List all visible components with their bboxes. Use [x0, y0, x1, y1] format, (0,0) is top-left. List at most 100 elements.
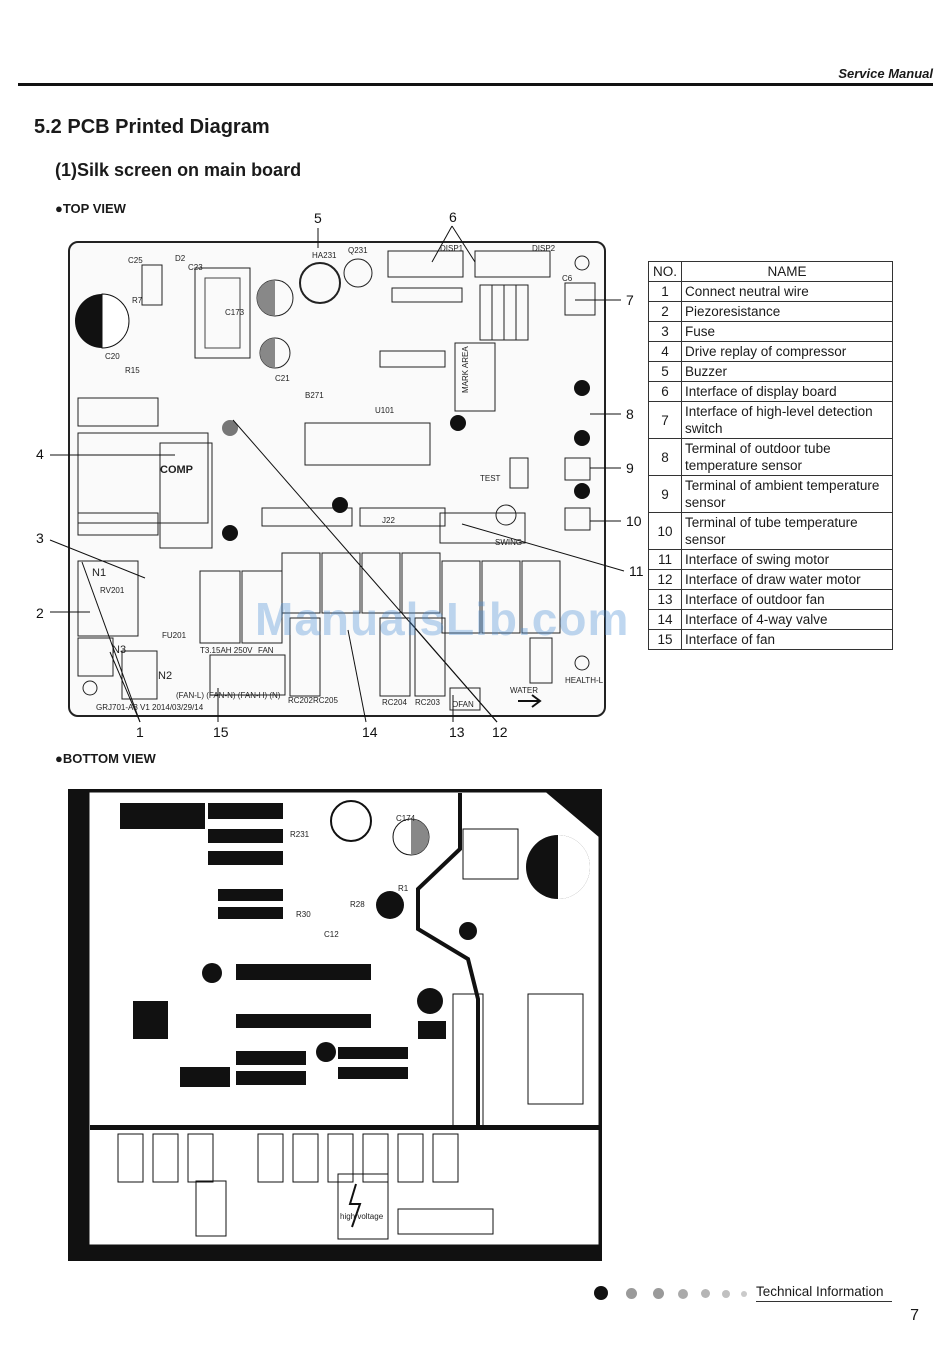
- label-test: TEST: [480, 474, 501, 483]
- label-comp: COMP: [160, 464, 193, 476]
- label-ofan: OFAN: [452, 700, 474, 709]
- callout-9: 9: [626, 460, 634, 476]
- label-c21: C21: [275, 374, 290, 383]
- callout-8: 8: [626, 406, 634, 422]
- label-fan-connectors: (FAN-L) (FAN-N) (FAN-H) (N): [176, 691, 281, 700]
- label-rc202: RC202: [288, 696, 313, 705]
- legend-no: 3: [648, 321, 682, 342]
- footer-dot-icon: [678, 1289, 688, 1299]
- label-rc203: RC203: [415, 698, 440, 707]
- pcb-bottom-view: R231 C174 R1 R30 R28 C12 high voltage: [68, 789, 602, 1261]
- label-fu201: FU201: [162, 631, 187, 640]
- legend-no: 5: [648, 361, 682, 382]
- watermark: ManualsLib.com: [255, 593, 630, 645]
- label-n1: N1: [92, 567, 106, 579]
- label-c6: C6: [562, 274, 573, 283]
- legend-name: Interface of draw water motor: [681, 569, 893, 590]
- label-r15: R15: [125, 366, 140, 375]
- label-c20: C20: [105, 352, 120, 361]
- label-u101: U101: [375, 406, 395, 415]
- label-c23: C23: [188, 263, 203, 272]
- label-r30: R30: [296, 910, 311, 919]
- label-j22: J22: [382, 516, 395, 525]
- legend-name: Buzzer: [681, 361, 893, 382]
- callout-6: 6: [449, 209, 457, 225]
- legend-name: Interface of display board: [681, 381, 893, 402]
- label-water: WATER: [510, 686, 538, 695]
- footer-label: Technical Information: [756, 1284, 884, 1299]
- label-r1: R1: [398, 884, 409, 893]
- legend-name: Terminal of outdoor tube temperature sen…: [681, 438, 893, 476]
- callout-1: 1: [136, 724, 144, 740]
- label-mark-area: MARK AREA: [461, 346, 470, 393]
- legend-name: Interface of swing motor: [681, 549, 893, 570]
- pcb-bottom-drawing: R231 C174 R1 R30 R28 C12 high voltage: [89, 792, 600, 1245]
- label-r7: R7: [132, 296, 143, 305]
- footer-dot-icon: [722, 1290, 730, 1298]
- footer-rule: [756, 1301, 892, 1302]
- legend-name: Interface of 4-way valve: [681, 609, 893, 630]
- legend-name: Fuse: [681, 321, 893, 342]
- footer-dot-icon: [594, 1286, 608, 1300]
- label-b271: B271: [305, 391, 324, 400]
- callout-3: 3: [36, 530, 44, 546]
- label-swing: SWING: [495, 538, 522, 547]
- callout-7: 7: [626, 292, 634, 308]
- label-r28: R28: [350, 900, 365, 909]
- legend-name: Terminal of tube temperature sensor: [681, 512, 893, 550]
- legend-name: Interface of outdoor fan: [681, 589, 893, 610]
- callout-12: 12: [492, 724, 508, 740]
- callout-2: 2: [36, 605, 44, 621]
- footer-dot-icon: [741, 1291, 747, 1297]
- legend-no: 10: [648, 512, 682, 550]
- label-rc204: RC204: [382, 698, 407, 707]
- legend-no: 8: [648, 438, 682, 476]
- legend-name: Drive replay of compressor: [681, 341, 893, 362]
- legend-no: 4: [648, 341, 682, 362]
- bottom-view-label: ●BOTTOM VIEW: [55, 751, 156, 766]
- callout-4: 4: [36, 446, 44, 462]
- legend-no: 12: [648, 569, 682, 590]
- callout-5: 5: [314, 210, 322, 226]
- header-rule: [18, 83, 933, 86]
- callout-leaders: [49, 225, 625, 723]
- legend-no: 9: [648, 475, 682, 513]
- legend-no: 11: [648, 549, 682, 570]
- label-disp1: DISP1: [440, 244, 464, 253]
- legend-name: Connect neutral wire: [681, 281, 893, 302]
- callout-15: 15: [213, 724, 229, 740]
- section-title: 5.2 PCB Printed Diagram: [34, 116, 270, 138]
- label-high-voltage: high voltage: [340, 1212, 384, 1221]
- label-c12: C12: [324, 930, 339, 939]
- label-c174: C174: [396, 814, 416, 823]
- top-view-label: ●TOP VIEW: [55, 201, 126, 216]
- legend-no: 15: [648, 629, 682, 650]
- label-fan: FAN: [258, 646, 274, 655]
- label-q231: Q231: [348, 246, 368, 255]
- legend-no: 2: [648, 301, 682, 322]
- label-health-l: HEALTH-L: [565, 676, 604, 685]
- legend-header-no: NO.: [648, 261, 682, 282]
- label-n2: N2: [158, 670, 172, 682]
- section-subtitle: (1)Silk screen on main board: [55, 160, 302, 180]
- label-fuse-rating: T3.15AH 250V: [200, 646, 253, 655]
- label-d2: D2: [175, 254, 186, 263]
- footer-dot-icon: [626, 1288, 637, 1299]
- callout-13: 13: [449, 724, 465, 740]
- callout-10: 10: [626, 513, 642, 529]
- manual-label: Service Manual: [838, 66, 933, 81]
